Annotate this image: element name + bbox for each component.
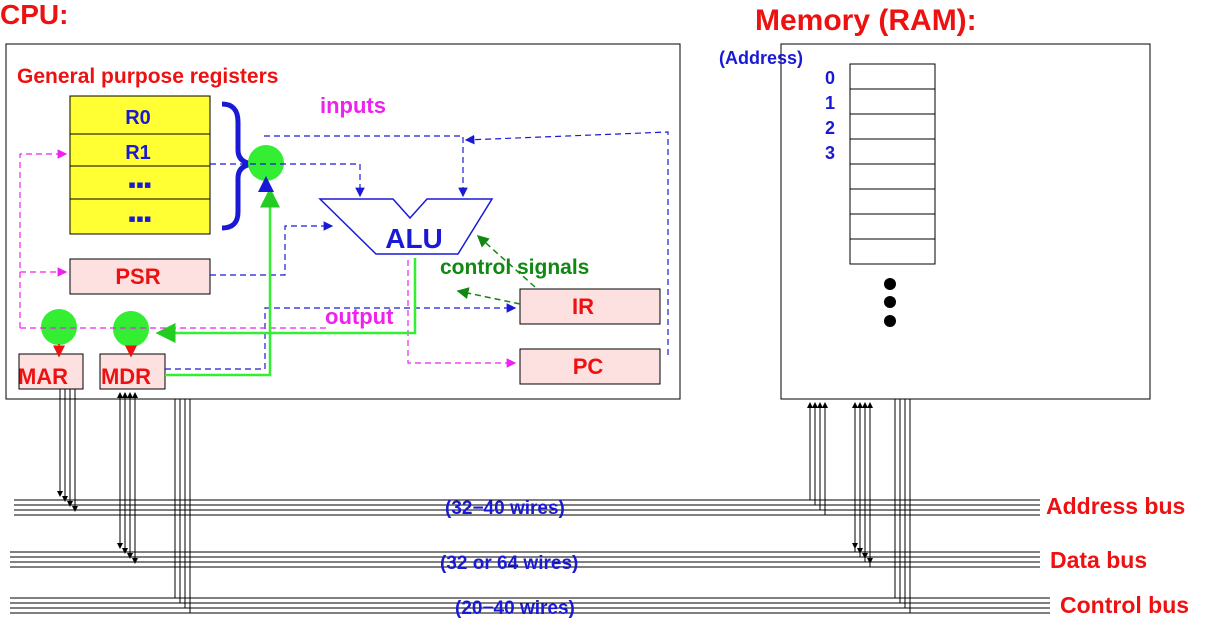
- gpr-label: General purpose registers: [17, 65, 278, 88]
- control-bus-label: Control bus: [1060, 592, 1189, 618]
- psr-label: PSR: [115, 264, 160, 289]
- cpu-title: CPU:: [0, 0, 68, 30]
- memory-cell: [849, 138, 936, 165]
- cpu-box: [5, 43, 681, 400]
- register-mux-icon: [248, 145, 284, 181]
- memory-cells: [849, 63, 936, 265]
- pc-register: [519, 348, 661, 385]
- control-signal-paths: [456, 234, 536, 305]
- address-bus-label: Address bus: [1046, 493, 1185, 519]
- psr-register: [69, 258, 211, 295]
- mar-label: MAR: [18, 364, 68, 389]
- control-bus-wires: (20−40 wires): [455, 598, 575, 619]
- memory-cell: [849, 113, 936, 140]
- address-3: 3: [825, 143, 835, 163]
- mdr-label: MDR: [101, 364, 151, 389]
- register-r1: [69, 133, 211, 167]
- memory-cell: [849, 88, 936, 115]
- ir-register: [519, 288, 661, 325]
- memory-cell: [849, 238, 936, 265]
- alu-input-paths: [165, 131, 669, 370]
- control-signals-label: control signals: [440, 256, 589, 279]
- alu-shape: [318, 198, 494, 255]
- mar-mux-icon: [41, 309, 77, 345]
- register-r1-label: R1: [125, 142, 151, 164]
- data-bus-wires: (32 or 64 wires): [440, 553, 578, 574]
- ir-label: IR: [572, 294, 594, 319]
- register-more-1: [69, 165, 211, 200]
- memory-cell: [849, 188, 936, 215]
- register-file: R0 R1 ▪▪▪ ▪▪▪: [69, 95, 211, 235]
- mdr-mux-icon: [113, 311, 149, 347]
- register-r0-label: R0: [125, 107, 151, 129]
- data-paths: [155, 187, 417, 377]
- memory-bus-connectors: [807, 399, 911, 613]
- brace-icon: [221, 101, 253, 231]
- memory-box: [780, 43, 1151, 400]
- inputs-label: inputs: [320, 93, 386, 118]
- data-bus-label: Data bus: [1050, 547, 1147, 573]
- mar-register: [18, 353, 84, 390]
- pc-label: PC: [573, 354, 604, 379]
- address-bus-wires: (32−40 wires): [445, 498, 565, 519]
- memory-ellipsis-icon: [884, 278, 896, 327]
- register-more-2: [69, 198, 211, 235]
- address-0: 0: [825, 68, 835, 88]
- memory-cell: [849, 163, 936, 190]
- memory-cell: [849, 213, 936, 240]
- register-more-label-1: ▪▪▪: [128, 172, 151, 197]
- cpu-bus-connectors: [57, 389, 191, 613]
- memory-cell: [849, 63, 936, 90]
- memory-title: Memory (RAM):: [755, 4, 977, 37]
- register-more-label-2: ▪▪▪: [128, 206, 151, 231]
- alu-label: ALU: [385, 223, 443, 254]
- address-1: 1: [825, 93, 835, 113]
- address-2: 2: [825, 118, 835, 138]
- mdr-register: [99, 353, 166, 390]
- address-label: (Address): [719, 48, 803, 68]
